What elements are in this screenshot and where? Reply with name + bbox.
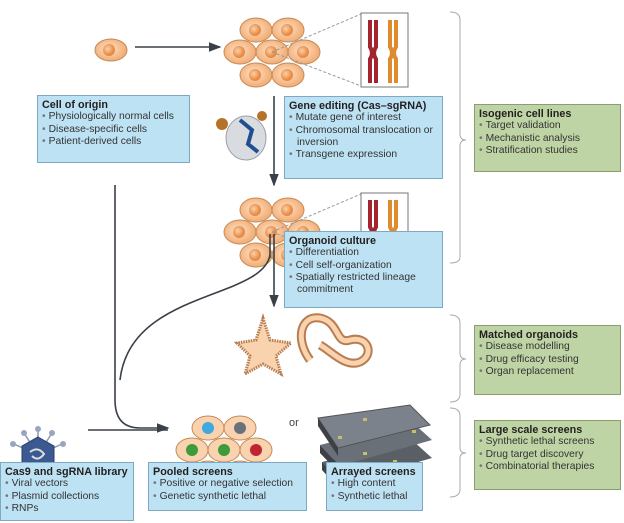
list-item: Combinatorial therapies — [479, 461, 616, 473]
list-item: Positive or negative selection — [153, 478, 302, 490]
isogenic-cell-lines-box: Isogenic cell lines Target validationMec… — [474, 104, 621, 172]
cell — [287, 39, 321, 65]
cell-of-origin-box: Cell of origin Physiologically normal ce… — [37, 95, 190, 163]
box-title: Large scale screens — [479, 424, 583, 436]
list-item: RNPs — [5, 503, 129, 515]
single-cell — [94, 38, 128, 62]
cas9-library-box: Cas9 and sgRNA library Viral vectorsPlas… — [0, 462, 134, 521]
list-item: Synthetic lethal screens — [479, 436, 616, 448]
list-item: Differentiation — [289, 247, 438, 259]
pooled-cell — [207, 437, 241, 463]
cell — [271, 17, 305, 43]
cas9-protein-icon — [216, 111, 267, 161]
list-item: Physiologically normal cells — [42, 111, 185, 123]
list-item: Spatially restricted lineage commitment — [289, 272, 438, 297]
box-title: Cas9 and sgRNA library — [5, 466, 128, 478]
list-item: Stratification studies — [479, 145, 616, 157]
list-item: Mechanistic analysis — [479, 133, 616, 145]
list-item: Viral vectors — [5, 478, 129, 490]
pooled-screens-box: Pooled screens Positive or negative sele… — [148, 462, 307, 511]
list-item: Transgene expression — [289, 149, 438, 161]
star-organoid-icon — [233, 313, 295, 378]
cell — [239, 17, 273, 43]
list-item: Disease-specific cells — [42, 124, 185, 136]
cell — [239, 197, 273, 223]
box-title: Cell of origin — [42, 99, 108, 111]
list-item: Chromosomal translocation or inversion — [289, 125, 438, 150]
list-item: Genetic synthetic lethal — [153, 491, 302, 503]
large-scale-screens-box: Large scale screens Synthetic lethal scr… — [474, 420, 621, 490]
pooled-cell — [191, 415, 225, 441]
box-title: Pooled screens — [153, 466, 233, 478]
list-item: Drug target discovery — [479, 449, 616, 461]
cell — [223, 39, 257, 65]
chromosome-box-wildtype — [271, 12, 409, 88]
box-title: Organoid culture — [289, 235, 376, 247]
pooled-cell — [223, 415, 257, 441]
list-item: Disease modelling — [479, 341, 616, 353]
gene-editing-box: Gene editing (Cas–sgRNA) Mutate gene of … — [284, 96, 443, 179]
matched-organoids-box: Matched organoids Disease modellingDrug … — [474, 325, 621, 395]
list-item: High content — [331, 478, 418, 490]
list-item: Organ replacement — [479, 366, 616, 378]
organoid-culture-box: Organoid culture DifferentiationCell sel… — [284, 231, 443, 308]
cell — [223, 219, 257, 245]
list-item: Synthetic lethal — [331, 491, 418, 503]
pooled-cell — [175, 437, 209, 463]
cell — [271, 197, 305, 223]
or-label: or — [289, 417, 299, 429]
box-title: Isogenic cell lines — [479, 108, 572, 120]
box-title: Gene editing (Cas–sgRNA) — [289, 100, 427, 112]
tube-organoid-icon — [296, 313, 373, 368]
list-item: Plasmid collections — [5, 491, 129, 503]
arrayed-screens-box: Arrayed screens High contentSynthetic le… — [326, 462, 423, 511]
cell — [239, 242, 273, 268]
list-item: Patient-derived cells — [42, 136, 185, 148]
list-item: Mutate gene of interest — [289, 112, 438, 124]
box-title: Arrayed screens — [331, 466, 416, 478]
list-item: Drug efficacy testing — [479, 354, 616, 366]
box-title: Matched organoids — [479, 329, 578, 341]
list-item: Target validation — [479, 120, 616, 132]
cell — [239, 62, 273, 88]
list-item: Cell self-organization — [289, 260, 438, 272]
cell — [271, 62, 305, 88]
brackets — [449, 11, 467, 498]
pooled-cell — [239, 437, 273, 463]
